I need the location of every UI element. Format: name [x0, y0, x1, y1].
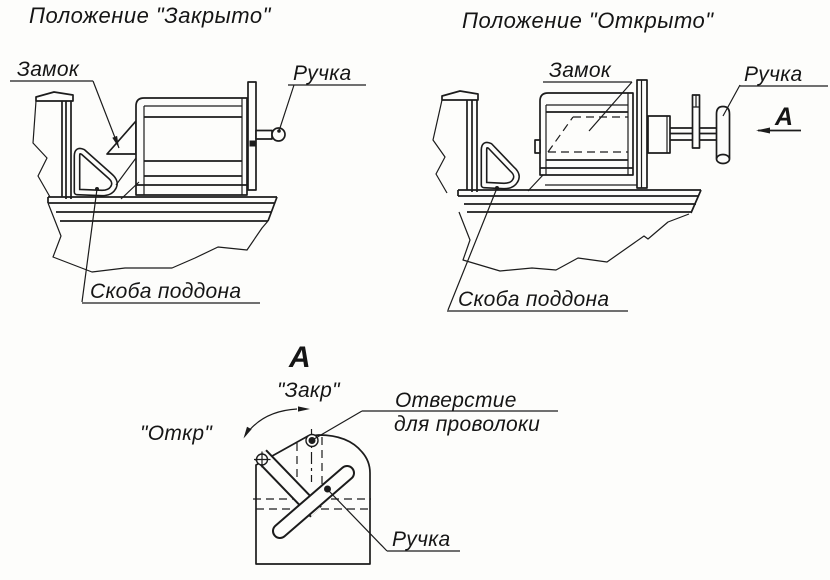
pallet-platform — [457, 189, 702, 272]
rotation-arrowhead-right-icon — [298, 406, 310, 412]
leader-arrowhead — [112, 135, 119, 148]
label-handle: Ручка — [744, 63, 802, 86]
wire-hole — [305, 433, 319, 448]
pallet-platform — [47, 196, 278, 273]
handle-assembly-side — [247, 81, 286, 191]
wall-post — [432, 90, 479, 194]
label-pallet-bracket: Скоба поддона — [90, 280, 241, 303]
annotations-closed: Замок Ручка Скоба поддона — [10, 58, 366, 304]
annotations-view-a: "Закр" "Откр" Отверстие для проволоки Ру… — [140, 379, 558, 552]
view-direction-arrow: А — [756, 103, 801, 134]
label-lock: Замок — [549, 59, 612, 82]
handle-rod — [255, 129, 273, 140]
figure-open-position: Положение "Открыто" — [432, 8, 828, 312]
label-wire-hole-line1: Отверстие — [395, 389, 517, 412]
label-wire-hole-line2: для проволоки — [394, 413, 540, 436]
handle-assembly-side — [636, 79, 731, 189]
view-arrowhead-icon — [756, 127, 770, 134]
label-lock: Замок — [17, 58, 80, 81]
figure-closed-title: Положение "Закрыто" — [29, 3, 272, 28]
pallet-bracket-shape — [73, 147, 118, 197]
figure-view-a: А — [140, 341, 558, 565]
wall-post — [32, 91, 74, 199]
lock-housing — [527, 92, 647, 192]
pallet-bracket-shape — [480, 141, 520, 190]
annotations-open: Замок Ручка Скоба поддона — [447, 59, 828, 312]
rotation-arrow — [243, 406, 310, 439]
figure-closed-position: Положение "Закрыто" — [10, 3, 366, 304]
lock-latch-wedge — [106, 120, 137, 155]
label-handle: Ручка — [293, 62, 351, 85]
label-closed-short: "Закр" — [277, 379, 341, 402]
label-pallet-bracket: Скоба поддона — [458, 288, 609, 311]
pivot-hole — [254, 451, 271, 468]
label-handle: Ручка — [392, 528, 450, 551]
lock-housing — [115, 97, 248, 200]
view-letter: А — [774, 103, 793, 131]
handle-knob — [271, 127, 286, 142]
handle-grip — [715, 105, 731, 159]
section-view-letter: А — [288, 341, 311, 374]
rotation-arrowhead-left-icon — [243, 426, 252, 439]
label-open-short: "Откр" — [140, 422, 213, 445]
figure-open-title: Положение "Открыто" — [462, 8, 714, 33]
